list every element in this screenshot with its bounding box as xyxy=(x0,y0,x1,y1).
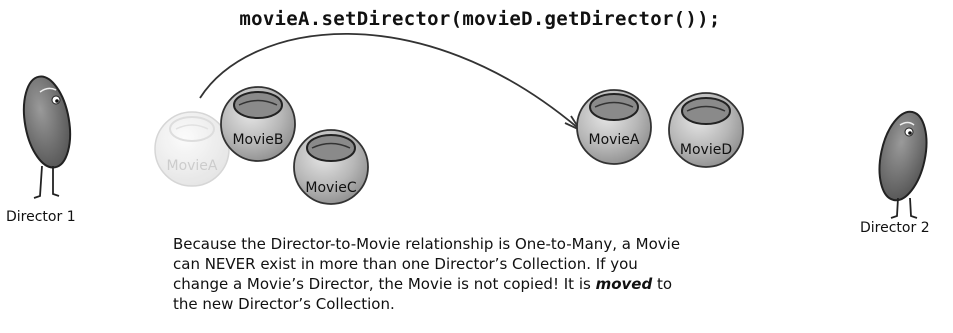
explanation-emphasis: moved xyxy=(595,275,653,293)
director-2-label: Director 2 xyxy=(860,220,930,236)
movie-d: MovieD xyxy=(668,92,744,168)
movie-d-label: MovieD xyxy=(680,142,732,158)
director-2-bean-icon xyxy=(878,110,928,219)
director-1-label: Director 1 xyxy=(6,209,76,225)
movie-a: MovieA xyxy=(576,89,652,165)
explanation-before: Because the Director-to-Movie relationsh… xyxy=(173,235,681,293)
movie-c: MovieC xyxy=(293,129,369,205)
movie-ghost-a-label: MovieA xyxy=(166,158,217,174)
movie-b-label: MovieB xyxy=(232,132,283,148)
movie-c-label: MovieC xyxy=(305,180,356,196)
explanation-after: to the new Director’s Collection. xyxy=(173,275,673,313)
move-arrow xyxy=(199,32,579,129)
movie-a-label: MovieA xyxy=(588,132,639,148)
movie-ghost-a: MovieA xyxy=(154,111,230,187)
explanation-text: Because the Director-to-Movie relationsh… xyxy=(173,234,693,314)
director-1-bean-icon xyxy=(22,75,72,199)
code-statement: movieA.setDirector(movieD.getDirector())… xyxy=(239,8,721,30)
movie-b: MovieB xyxy=(220,86,296,162)
